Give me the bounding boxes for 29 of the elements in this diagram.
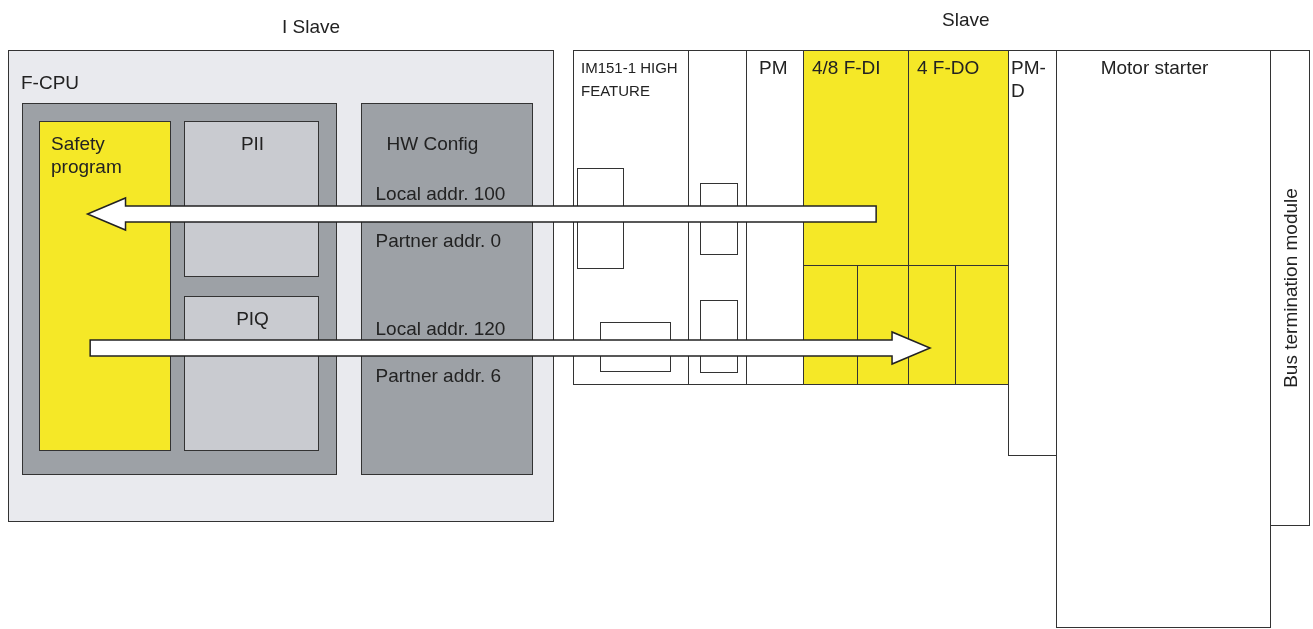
block-arrow	[89, 330, 932, 366]
address-text: Local addr. 100	[375, 181, 506, 205]
termination-module	[1270, 50, 1310, 526]
address-text: Partner addr. 0	[375, 228, 502, 252]
address-text: Local addr. 120	[375, 316, 506, 340]
motor-starter-module	[1056, 50, 1271, 628]
module-label: PM-D	[1011, 56, 1047, 102]
power-module	[1008, 50, 1057, 456]
program-block	[39, 121, 171, 451]
module-label: PM	[759, 56, 788, 79]
cpu-block	[21, 102, 337, 475]
input-module	[803, 50, 909, 385]
block-heading: HW Config	[386, 131, 479, 155]
panel-title: F-CPU	[21, 71, 80, 94]
block-label: PII	[239, 132, 266, 155]
terminal-slot	[954, 264, 1009, 385]
block-label: Safety program	[51, 132, 123, 178]
block-label: PIQ	[235, 307, 270, 330]
module-label: Bus termination module	[1278, 188, 1302, 388]
module-label: IM151-1 HIGH FEATURE	[581, 58, 679, 101]
config-block	[360, 102, 533, 475]
block-arrow	[85, 196, 877, 232]
module-label: 4 F-DO	[917, 56, 980, 79]
output-module	[908, 50, 1009, 385]
module-label: 4/8 F-DI	[812, 56, 881, 79]
panel-heading: I Slave	[280, 15, 342, 38]
module-label: Motor starter	[1099, 56, 1210, 79]
module-group-heading: Slave	[942, 8, 990, 31]
address-text: Partner addr. 6	[375, 363, 502, 387]
